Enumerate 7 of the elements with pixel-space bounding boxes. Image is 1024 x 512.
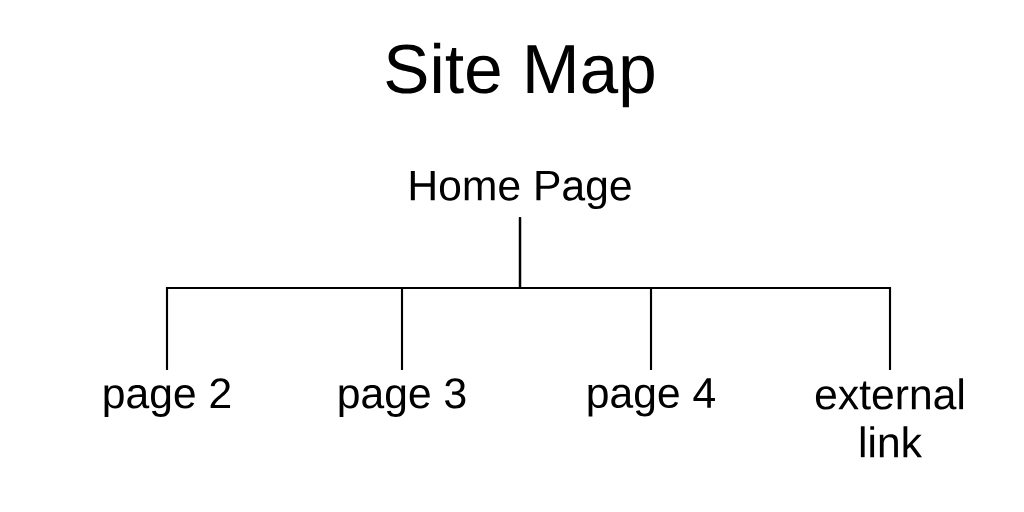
- page-label: page 2: [104, 378, 231, 417]
- page-label: external link: [815, 378, 964, 458]
- page-label: Home Page: [410, 170, 631, 210]
- page-label: page 3: [339, 378, 466, 417]
- connector-line: [518, 217, 892, 370]
- title: Site Map: [386, 42, 654, 108]
- page-label: page 4: [588, 378, 715, 417]
